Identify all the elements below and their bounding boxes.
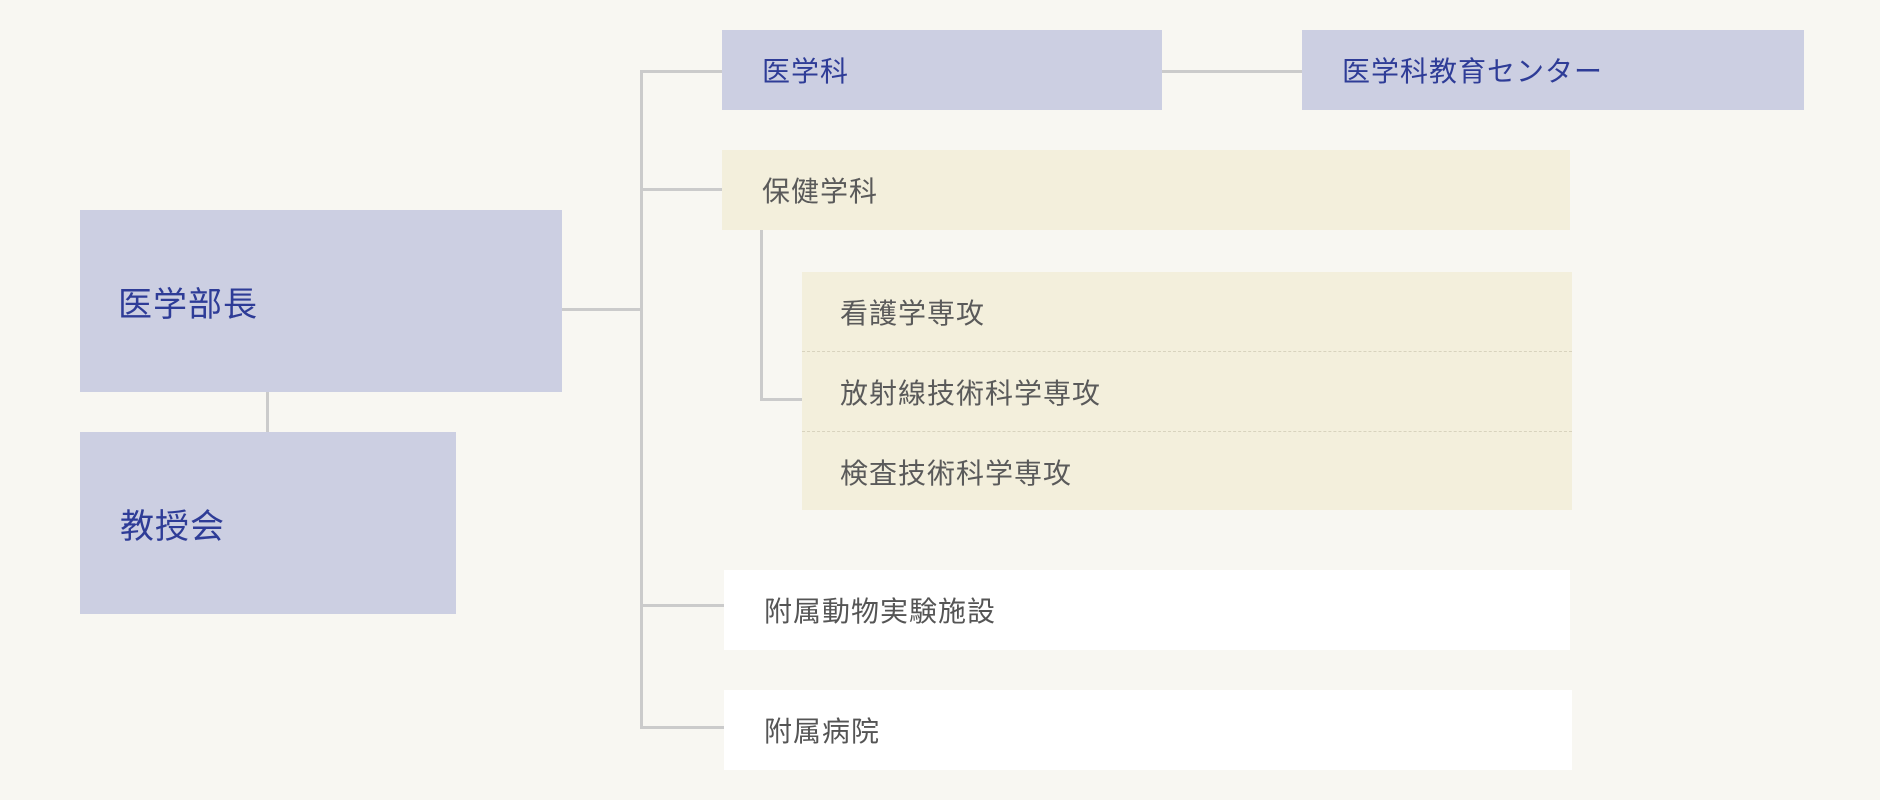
hospital-box: 附属病院	[724, 690, 1572, 770]
major-label-laboratory-science: 検査技術科学専攻	[840, 457, 1073, 490]
majors-panel	[802, 272, 1572, 510]
medical-education-center-box: 医学科教育センター	[1302, 30, 1804, 110]
hospital-label: 附属病院	[764, 715, 881, 748]
connector-trunk-vertical	[640, 70, 643, 729]
medicine-label: 医学科	[762, 55, 850, 88]
connector-to-health-sciences	[640, 188, 722, 191]
health-sciences-label: 保健学科	[762, 175, 879, 208]
major-label-nursing: 看護学専攻	[840, 296, 986, 330]
dean-label: 医学部長	[118, 284, 258, 325]
dean-box: 医学部長	[80, 210, 562, 392]
major-row: 放射線技術科学専攻	[802, 352, 1572, 432]
major-row: 看護学専攻	[802, 272, 1572, 352]
connector-to-hospital	[640, 726, 724, 729]
connector-dean-to-trunk	[562, 308, 642, 311]
connector-health-sciences-vertical	[760, 230, 763, 400]
faculty-council-box: 教授会	[80, 432, 456, 614]
animal-facility-box: 附属動物実験施設	[724, 570, 1570, 650]
health-sciences-box: 保健学科	[722, 150, 1570, 230]
connector-dean-to-council	[266, 392, 269, 432]
animal-facility-label: 附属動物実験施設	[764, 595, 997, 628]
medicine-box: 医学科	[722, 30, 1162, 110]
major-label-radiological-technology: 放射線技術科学専攻	[840, 376, 1102, 410]
faculty-council-label: 教授会	[120, 506, 225, 547]
major-row: 検査技術科学専攻	[802, 432, 1572, 512]
connector-medicine-to-center	[1162, 70, 1302, 73]
connector-health-sciences-to-majors	[760, 398, 802, 401]
connector-to-medicine	[640, 70, 722, 73]
connector-to-animal-facility	[640, 604, 724, 607]
medical-education-center-label: 医学科教育センター	[1342, 55, 1604, 88]
